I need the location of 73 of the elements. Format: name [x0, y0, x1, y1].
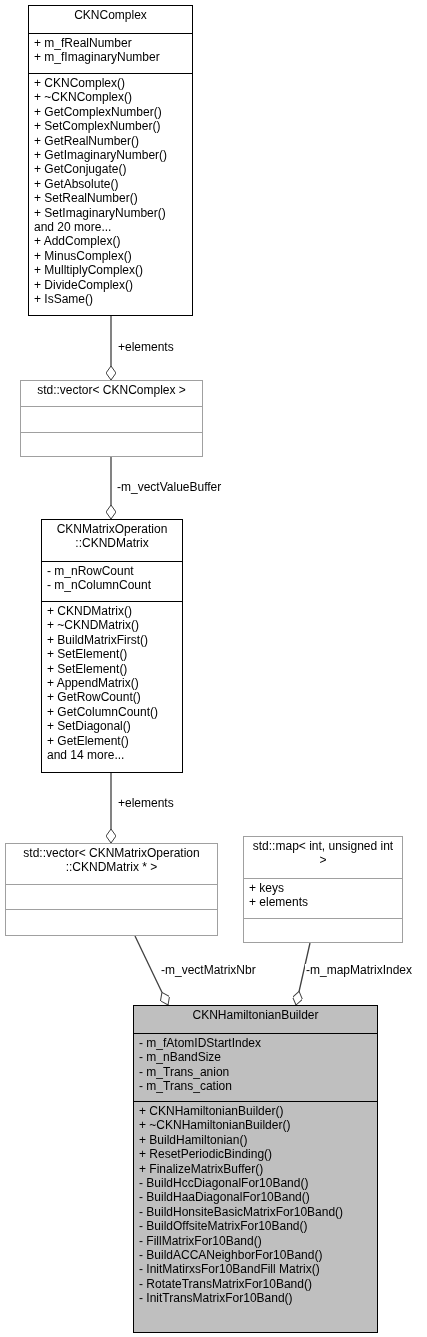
member-text: + DivideComplex() [34, 277, 135, 293]
member-text: + keys [249, 881, 285, 896]
class-name: std::vector< CKNComplex > [36, 382, 187, 399]
member-text: + IsSame() [34, 292, 94, 307]
edge-label: +elements [117, 797, 175, 810]
member-text: + GetComplexNumber() [34, 104, 163, 120]
member-text: + ~CKNDMatrix() [47, 618, 140, 633]
member-text: + SetComplexNumber() [34, 119, 162, 134]
member-text: + GetAbsolute() [34, 176, 120, 192]
member-text: - BuildACCANeighborFor10Band() [139, 1248, 324, 1263]
member-text: + SetImaginaryNumber() [34, 205, 167, 221]
member-text: + CKNHamiltonianBuilder() [139, 1104, 285, 1119]
member-text: + m_fImaginaryNumber [34, 50, 161, 65]
member-text: - BuildHonsiteBasicMatrixFor10Band() [139, 1204, 345, 1220]
member-text: + GetRealNumber() [34, 133, 141, 149]
edge-label: +elements [117, 341, 175, 354]
member-text: + GetColumnCount() [47, 704, 160, 720]
edge-label: -m_mapMatrixIndex [305, 964, 414, 977]
member-text: + BuildMatrixFirst() [47, 632, 149, 648]
member-text: + m_fRealNumber [34, 36, 133, 51]
member-text: - m_fAtomIDStartIndex [139, 1036, 263, 1051]
member-text: - m_Trans_anion [139, 1064, 231, 1080]
class-box [133, 1005, 378, 1333]
aggregation-connector [105, 315, 117, 381]
class-box [5, 843, 218, 936]
edge-label: -m_vectValueBuffer [116, 481, 223, 494]
class-box [28, 5, 193, 316]
member-text: + MulltiplyComplex() [34, 263, 145, 278]
class-name: std::vector< CKNMatrixOperation ::CKNDMatrix * > [22, 845, 201, 876]
member-text: + MinusComplex() [34, 248, 133, 264]
member-text: + SetElement() [47, 661, 129, 677]
member-text: + ~CKNHamiltonianBuilder() [139, 1118, 292, 1133]
member-text: and 14 more... [47, 748, 126, 763]
member-text: + BuildHamiltonian() [139, 1132, 249, 1148]
member-text: - m_Trans_cation [139, 1079, 233, 1094]
member-text: + GetElement() [47, 733, 130, 749]
member-text: - BuildHccDiagonalFor10Band() [139, 1176, 310, 1191]
member-text: + GetRowCount() [47, 690, 142, 705]
member-text: + SetElement() [47, 647, 129, 662]
member-text: + CKNComplex() [34, 76, 127, 91]
member-text: - BuildHaaDiagonalFor10Band() [139, 1190, 311, 1205]
member-text: + AppendMatrix() [47, 676, 140, 691]
aggregation-connector [105, 456, 117, 520]
aggregation-connector [105, 772, 117, 844]
member-text: + SetRealNumber() [34, 191, 139, 206]
member-text: + GetImaginaryNumber() [34, 148, 169, 163]
member-text: + ResetPeriodicBinding() [139, 1147, 274, 1162]
class-name: CKNComplex [73, 7, 148, 24]
class-name: CKNMatrixOperation ::CKNDMatrix [55, 521, 169, 552]
member-text: - InitTransMatrixFor10Band() [139, 1291, 294, 1306]
member-text: + FinalizeMatrixBuffer() [139, 1161, 265, 1177]
member-text: + GetConjugate() [34, 162, 128, 177]
member-text: - FillMatrixFor10Band() [139, 1233, 263, 1249]
class-name: std::map< int, unsigned int > [251, 838, 395, 869]
member-text: + ~CKNComplex() [34, 90, 134, 105]
member-text: - m_nBandSize [139, 1050, 223, 1065]
member-text: + SetDiagonal() [47, 719, 132, 734]
class-box [20, 380, 203, 457]
member-text: and 20 more... [34, 220, 113, 235]
class-box [243, 836, 403, 943]
edge-label: -m_vectMatrixNbr [160, 964, 257, 977]
member-text: - m_nRowCount [47, 564, 135, 579]
class-name: CKNHamiltonianBuilder [191, 1007, 320, 1024]
member-text: + AddComplex() [34, 234, 122, 249]
member-text: + elements [249, 895, 310, 910]
member-text: + CKNDMatrix() [47, 604, 133, 619]
aggregation-connector [292, 942, 311, 1006]
member-text: - m_nColumnCount [47, 578, 153, 593]
member-text: - InitMatirxsFor10BandFill Matrix() [139, 1262, 321, 1277]
member-text: - BuildOffsiteMatrixFor10Band() [139, 1219, 309, 1234]
member-text: - RotateTransMatrixFor10Band() [139, 1276, 313, 1292]
aggregation-connector [134, 935, 170, 1006]
class-box [41, 519, 183, 773]
